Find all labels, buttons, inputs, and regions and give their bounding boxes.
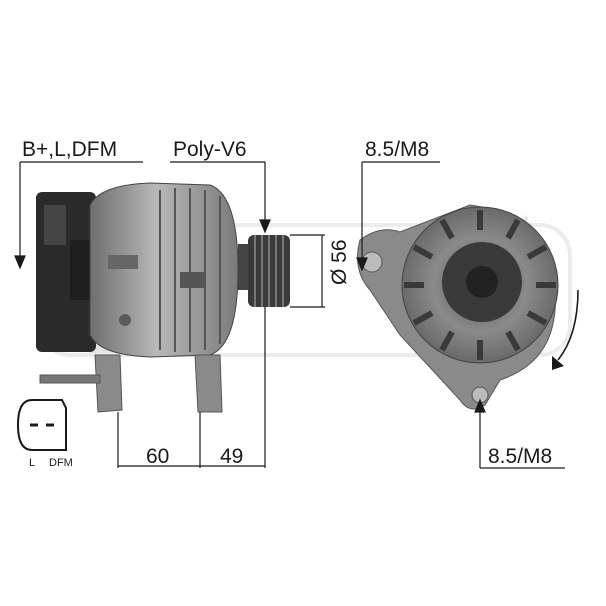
diameter-dimension (290, 234, 325, 308)
pulley-leader (170, 161, 271, 234)
connector-pinout (16, 399, 67, 451)
alternator-front-view (357, 204, 559, 410)
pin-l-label: L (29, 457, 36, 469)
dim-60-label: 60 (146, 445, 170, 468)
length-dimensions (117, 307, 266, 468)
mount-top-label: 8.5/M8 (365, 138, 430, 161)
connector-terminals-label: B+,L,DFM (22, 138, 118, 161)
mount-bottom-leader (474, 398, 565, 469)
pin-dfm-label: DFM (49, 457, 73, 469)
mount-top-leader (356, 161, 440, 272)
alternator-housing (89, 182, 239, 358)
regulator-block (36, 192, 96, 352)
poly-v6-pulley (238, 235, 290, 307)
mount-bottom-label: 8.5/M8 (488, 445, 553, 468)
pulley-diameter-label: Ø 56 (328, 239, 351, 285)
connector-leader (14, 161, 143, 270)
dim-49-label: 49 (220, 445, 244, 468)
mounting-feet (39, 354, 223, 413)
rotation-arrow (552, 289, 579, 370)
pulley-type-label: Poly-V6 (173, 138, 247, 161)
